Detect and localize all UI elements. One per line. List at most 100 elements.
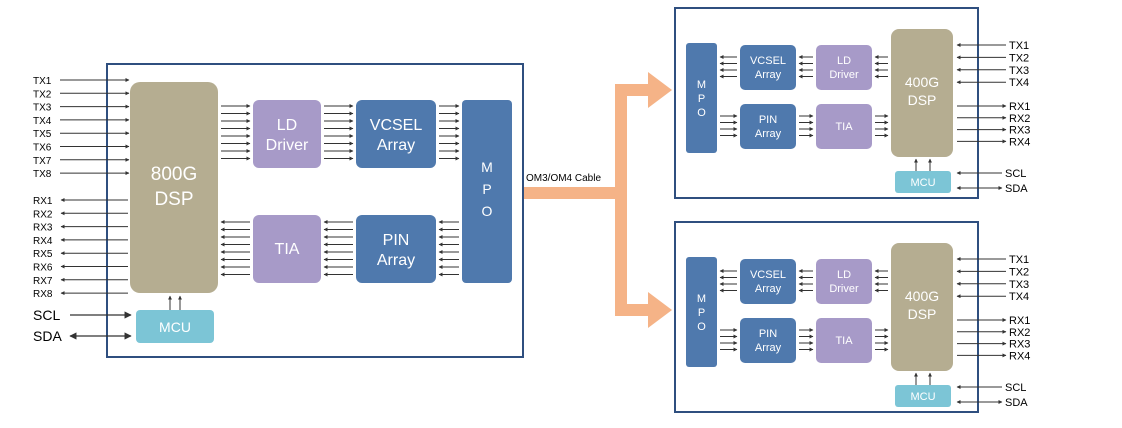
tx-label-2: TX2 (33, 89, 52, 100)
remote-rx-label-1: RX1 (1009, 101, 1030, 113)
remote-ld-label-1: LD (837, 269, 851, 281)
remote-pin-label-2: Array (755, 128, 782, 140)
remote-frame (674, 7, 979, 199)
dsp-block (130, 82, 218, 293)
mpo-block (462, 100, 512, 283)
tia-block (253, 215, 321, 283)
remote-mcu-label: MCU (910, 391, 935, 403)
remote-tx-label-1: TX1 (1009, 40, 1029, 52)
remote-pin-block (740, 104, 796, 149)
remote-module-top: MPOVCSELArrayLDDriverPINArrayTIA400GDSPM… (674, 7, 1030, 199)
pin-label-line2: Array (377, 252, 415, 269)
remote-sda-label: SDA (1005, 183, 1028, 195)
rx-label-3: RX3 (33, 223, 53, 234)
tx-label-4: TX4 (33, 116, 52, 127)
remote-pin-label-1: PIN (759, 328, 777, 340)
mpo-letter-o: O (482, 203, 493, 219)
main-module-frame (106, 63, 524, 358)
remote-sda-label: SDA (1005, 397, 1028, 409)
remote-dsp-block (891, 29, 953, 157)
remote-pin-label-1: PIN (759, 114, 777, 126)
cable-group: OM3/OM4 Cable (524, 72, 672, 328)
main-io-signals: TX1TX2TX3TX4TX5TX6TX7TX8RX1RX2RX3RX4RX5R… (33, 76, 130, 300)
remote-tia-block (816, 318, 872, 363)
remote-mpo-letter-2: P (698, 307, 705, 319)
ld-driver-block (253, 100, 321, 168)
remote-tx-label-4: TX4 (1009, 77, 1029, 89)
remote-dsp-block (891, 243, 953, 371)
tia-label: TIA (275, 241, 300, 258)
pin-label-line1: PIN (383, 232, 410, 249)
remote-rx-label-4: RX4 (1009, 136, 1030, 148)
remote-mpo-letter-1: M (697, 293, 706, 305)
remote-dsp-label-1: 400G (905, 288, 939, 304)
remote-tia-label: TIA (835, 335, 853, 347)
remote-dsp-label-1: 400G (905, 74, 939, 90)
rx-label-7: RX7 (33, 276, 53, 287)
rx-label-4: RX4 (33, 236, 53, 247)
remote-module-bottom: MPOVCSELArrayLDDriverPINArrayTIA400GDSPM… (674, 221, 1030, 413)
remote-vcsel-label-1: VCSEL (750, 55, 786, 67)
remote-ld-block (816, 45, 872, 90)
remote-frame (674, 221, 979, 413)
remote-rx-label-3: RX3 (1009, 125, 1030, 137)
remote-mpo-block (686, 257, 717, 367)
tx-label-5: TX5 (33, 129, 52, 140)
remote-dsp-label-2: DSP (908, 306, 937, 322)
remote-tx-label-1: TX1 (1009, 254, 1029, 266)
remote-tx-label-4: TX4 (1009, 291, 1029, 303)
scl-label: SCL (33, 307, 60, 323)
main-module: 800G DSP LD Driver VCSEL Array TIA PIN A… (33, 63, 524, 358)
remote-tx-label-3: TX3 (1009, 279, 1029, 291)
cable-arrow-bottom (648, 292, 672, 328)
remote-mpo-letter-3: O (697, 321, 706, 333)
rx-label-2: RX2 (33, 209, 53, 220)
mcu-block (136, 310, 214, 343)
remote-scl-label: SCL (1005, 168, 1026, 180)
ld-driver-label-line2: Driver (266, 137, 309, 154)
rx-label-5: RX5 (33, 249, 53, 260)
remote-tx-label-2: TX2 (1009, 52, 1029, 64)
tx-label-7: TX7 (33, 156, 52, 167)
remote-scl-label: SCL (1005, 382, 1026, 394)
tx-label-8: TX8 (33, 169, 52, 180)
remote-pin-label-2: Array (755, 342, 782, 354)
remote-rx-label-1: RX1 (1009, 315, 1030, 327)
remote-ld-label-2: Driver (829, 283, 859, 295)
remote-tx-label-2: TX2 (1009, 266, 1029, 278)
remote-tx-label-3: TX3 (1009, 65, 1029, 77)
remote-vcsel-block (740, 45, 796, 90)
tx-label-1: TX1 (33, 76, 52, 87)
dsp-label-line1: 800G (151, 164, 197, 185)
vcsel-label-line1: VCSEL (370, 117, 423, 134)
remote-vcsel-label-2: Array (755, 69, 782, 81)
remote-mcu-block (895, 385, 951, 407)
remote-mcu-label: MCU (910, 177, 935, 189)
dsp-label-line2: DSP (154, 189, 193, 210)
remote-ld-label-1: LD (837, 55, 851, 67)
vcsel-array-block (356, 100, 436, 168)
remote-mpo-letter-3: O (697, 107, 706, 119)
vcsel-label-line2: Array (377, 137, 415, 154)
rx-label-1: RX1 (33, 196, 53, 207)
main-internal-buses (220, 104, 460, 277)
rx-label-8: RX8 (33, 289, 53, 300)
remote-mpo-letter-2: P (698, 93, 705, 105)
remote-vcsel-block (740, 259, 796, 304)
tx-label-3: TX3 (33, 103, 52, 114)
remote-pin-block (740, 318, 796, 363)
pin-array-block (356, 215, 436, 283)
mcu-label: MCU (159, 319, 191, 335)
remote-tia-block (816, 104, 872, 149)
sda-label: SDA (33, 328, 62, 344)
remote-tia-label: TIA (835, 121, 853, 133)
remote-rx-label-2: RX2 (1009, 113, 1030, 125)
remote-vcsel-label-2: Array (755, 283, 782, 295)
ld-driver-label-line1: LD (277, 117, 297, 134)
cable-label: OM3/OM4 Cable (526, 173, 601, 184)
mpo-letter-p: P (482, 181, 491, 197)
remote-rx-label-3: RX3 (1009, 339, 1030, 351)
cable-arrow-top (648, 72, 672, 108)
remote-mpo-letter-1: M (697, 79, 706, 91)
